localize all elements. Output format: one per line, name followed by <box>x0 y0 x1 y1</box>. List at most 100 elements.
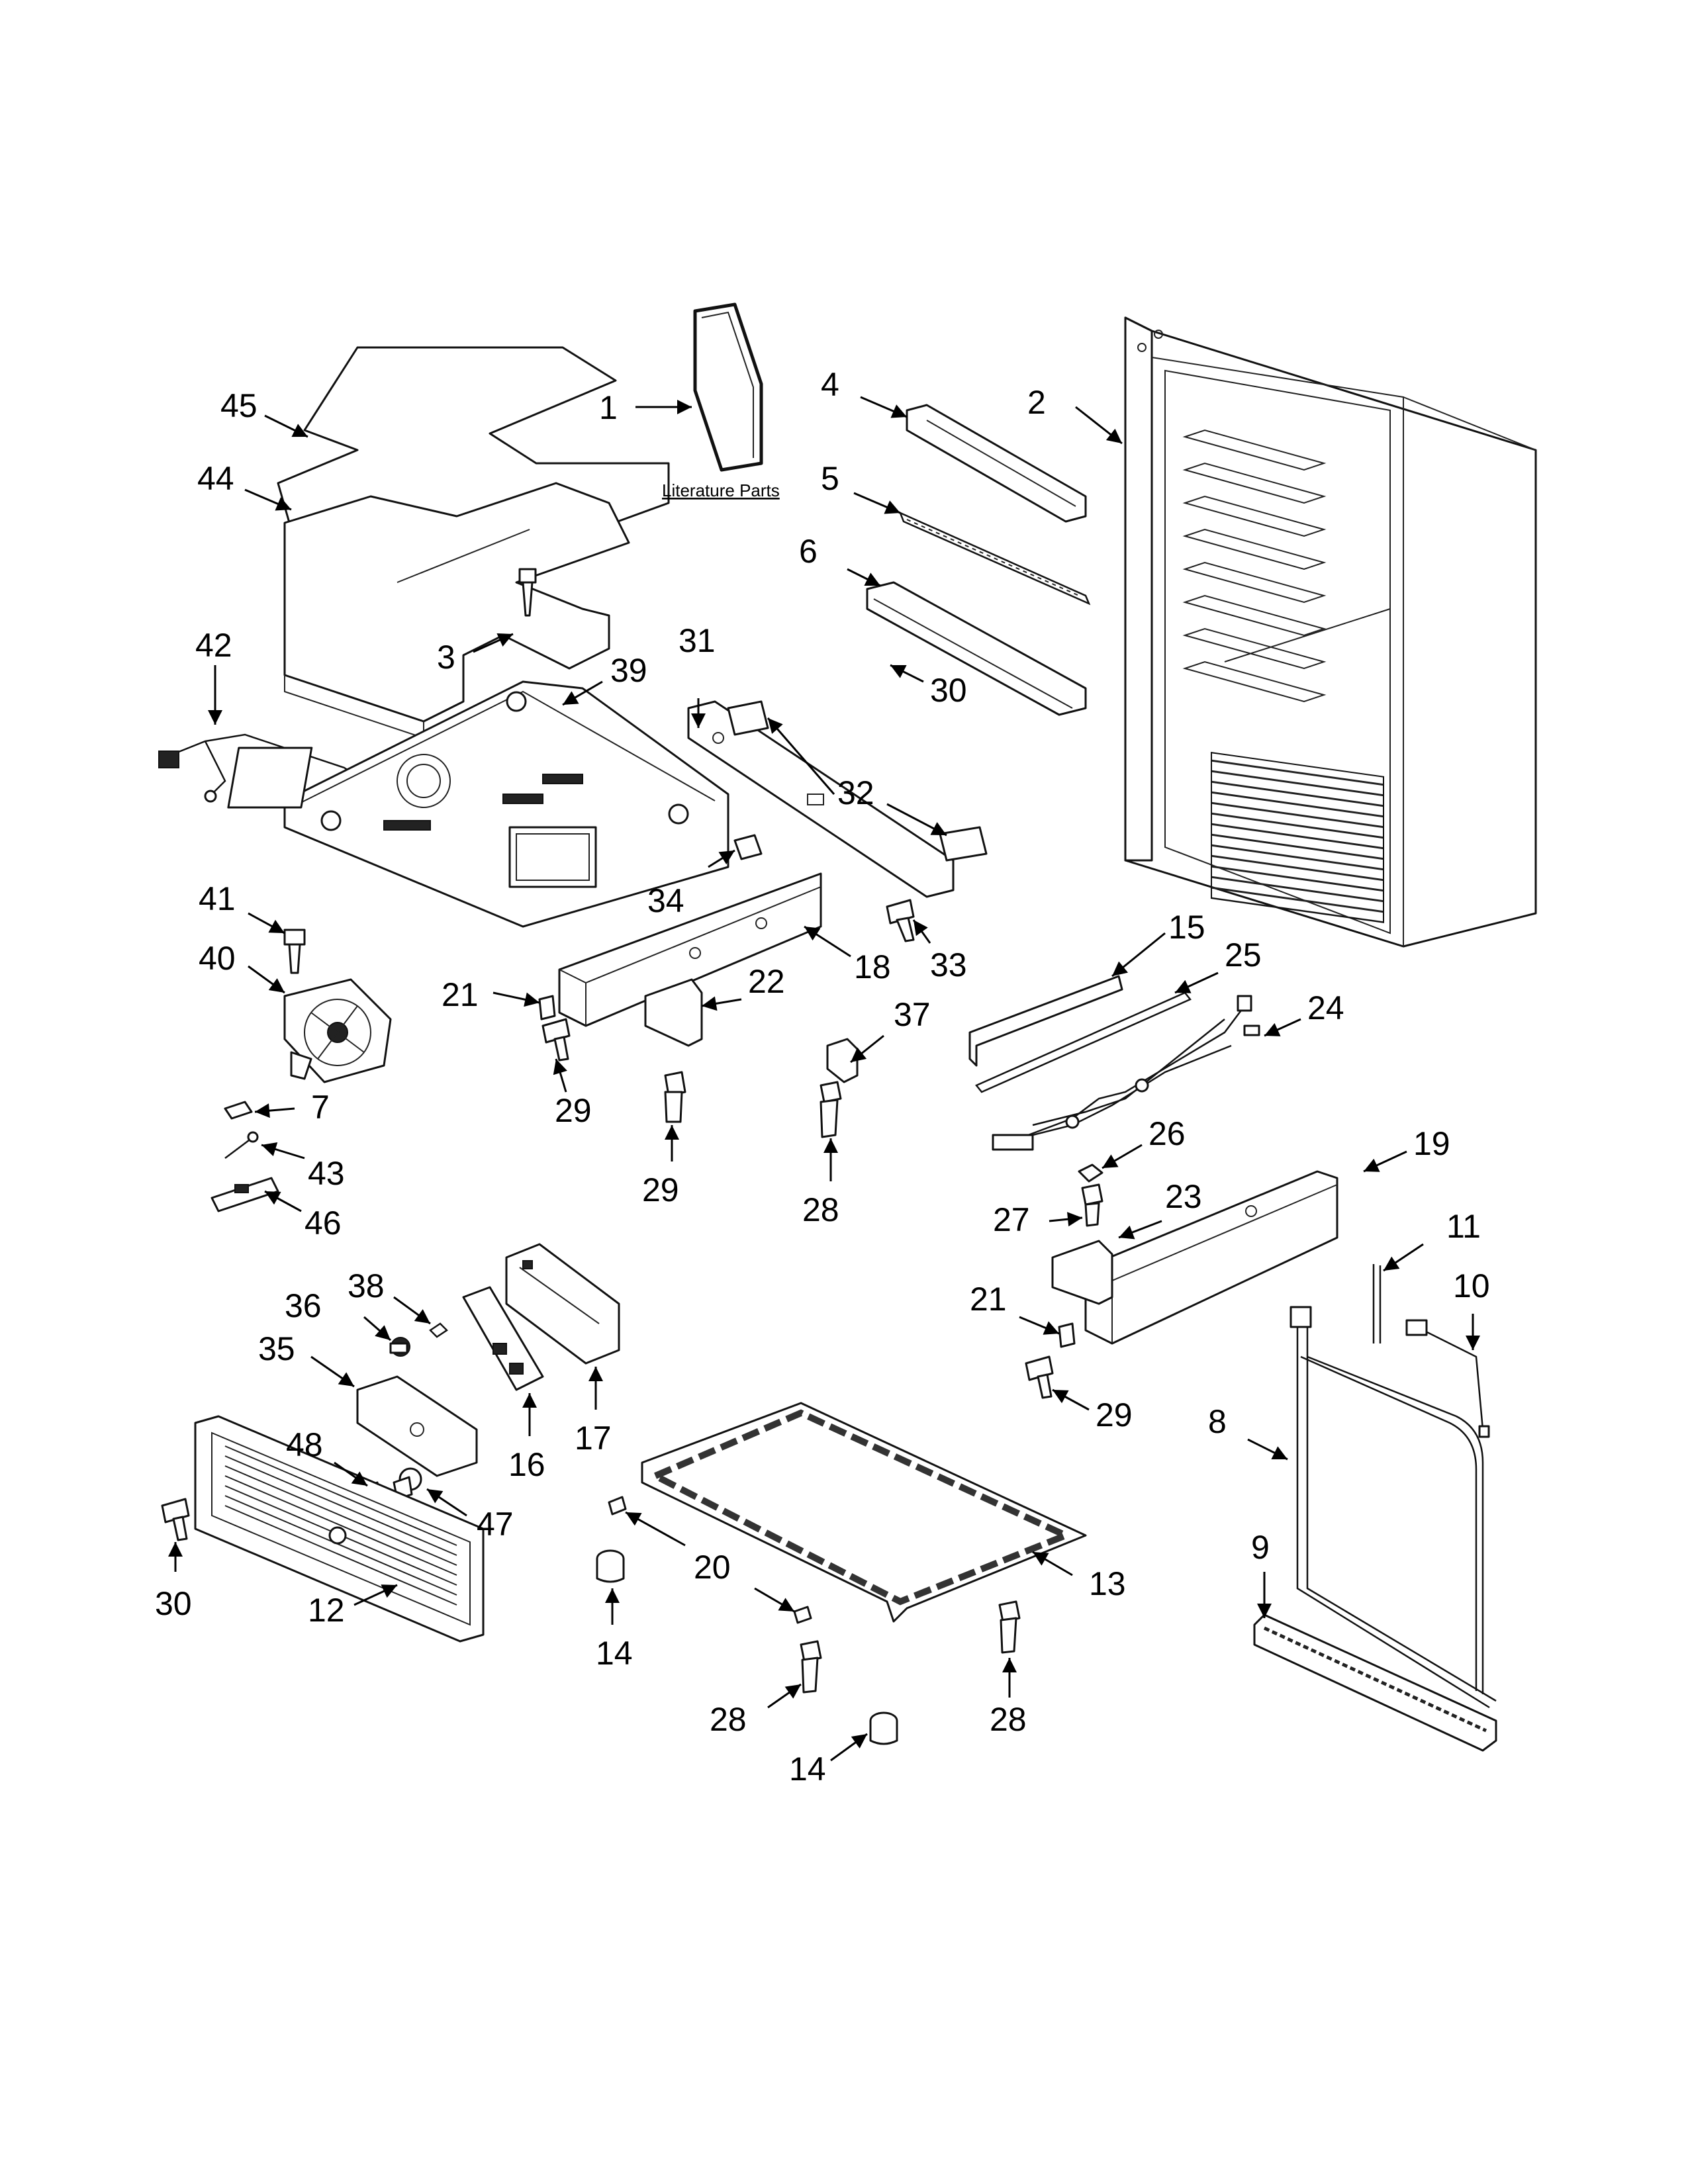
clip-37 <box>826 1038 859 1083</box>
leader-29-right <box>1052 1388 1090 1411</box>
leader-lines <box>168 396 1480 1762</box>
leader-28-lower-left <box>767 1683 802 1709</box>
callout-40: 40 <box>199 940 236 977</box>
callout-20: 20 <box>694 1549 731 1586</box>
leader-36 <box>363 1316 391 1342</box>
leader-21-left <box>492 991 540 1007</box>
leader-24 <box>1264 1018 1301 1037</box>
leader-45 <box>264 414 308 438</box>
callout-29-right: 29 <box>1096 1396 1133 1433</box>
leader-13 <box>1032 1551 1073 1576</box>
leader-15 <box>1111 932 1166 978</box>
callout-5: 5 <box>821 460 839 497</box>
callout-2: 2 <box>1027 384 1046 421</box>
leader-18 <box>804 925 851 958</box>
leader-21-right <box>1019 1316 1060 1335</box>
leader-48 <box>334 1461 368 1487</box>
leader-2 <box>1075 406 1123 445</box>
leader-37 <box>850 1034 884 1064</box>
leader-30-top <box>890 664 924 683</box>
sensor-46 <box>211 1177 279 1212</box>
callout-45: 45 <box>220 387 258 424</box>
screw-27 <box>1081 1183 1103 1227</box>
leader-39 <box>562 680 603 706</box>
leader-43 <box>261 1142 305 1160</box>
screw-28-lower-left <box>800 1640 822 1694</box>
callout-9: 9 <box>1251 1529 1270 1566</box>
pin-43 <box>224 1131 259 1159</box>
base-grille-12 <box>194 1415 485 1643</box>
leader-8 <box>1247 1438 1288 1461</box>
callout-46: 46 <box>305 1205 342 1242</box>
callout-14-bottom: 14 <box>789 1751 826 1788</box>
callout-12: 12 <box>308 1592 345 1629</box>
leader-5 <box>853 492 901 514</box>
callout-43: 43 <box>308 1155 345 1192</box>
strip-15 <box>968 975 1123 1067</box>
fitting-26 <box>1078 1163 1103 1183</box>
callout-36: 36 <box>285 1287 322 1324</box>
air-tower-cover-39 <box>227 680 729 928</box>
literature-booklet <box>693 302 763 472</box>
callout-28-lower-left: 28 <box>710 1701 747 1738</box>
heater-8 <box>1289 1306 1497 1709</box>
foot-14-left <box>596 1549 625 1583</box>
screw-29-right <box>1025 1355 1054 1399</box>
callout-42: 42 <box>195 627 232 664</box>
screw-29-center <box>664 1071 686 1123</box>
liner-floor-grille <box>1211 752 1384 923</box>
screw-29-left <box>541 1018 571 1062</box>
callout-31: 31 <box>679 622 716 659</box>
callout-27: 27 <box>993 1201 1030 1238</box>
callout-32: 32 <box>837 774 874 811</box>
drain-rail-9 <box>1253 1614 1497 1752</box>
callout-labels: 45 44 1 4 5 6 2 3 39 42 31 32 30 33 34 4… <box>155 366 1490 1788</box>
callout-19: 19 <box>1413 1125 1450 1162</box>
leader-32b <box>886 803 947 837</box>
bracket-31 <box>687 700 955 898</box>
callout-24: 24 <box>1307 989 1344 1026</box>
foot-14-bottom <box>869 1711 898 1745</box>
trim-piece-4 <box>906 404 1087 523</box>
callout-6: 6 <box>799 533 818 570</box>
bracket-21-right <box>1058 1322 1076 1348</box>
callout-18: 18 <box>854 948 891 985</box>
leader-19 <box>1363 1150 1407 1173</box>
leader-38 <box>393 1296 431 1325</box>
callout-35: 35 <box>258 1330 295 1367</box>
leader-26 <box>1102 1144 1143 1169</box>
duct-housing-18 <box>558 872 822 1027</box>
bottom-panel-13 <box>641 1402 1087 1623</box>
block-7 <box>224 1101 253 1120</box>
callout-37: 37 <box>894 996 931 1033</box>
insulation-panel-upper <box>277 346 670 531</box>
callout-28-lower-right: 28 <box>990 1701 1027 1738</box>
callout-38: 38 <box>348 1267 385 1304</box>
leader-46 <box>264 1190 302 1212</box>
screw-41 <box>283 929 306 974</box>
callout-16: 16 <box>508 1446 545 1483</box>
shield-22 <box>644 978 703 1047</box>
leader-44 <box>244 488 292 511</box>
insulation-panel-lower <box>283 482 630 739</box>
callout-3: 3 <box>437 639 455 676</box>
callout-30-top: 30 <box>930 672 967 709</box>
control-board-16 <box>462 1286 544 1391</box>
rod-11 <box>1372 1264 1382 1343</box>
callout-10: 10 <box>1453 1267 1490 1304</box>
leader-4 <box>860 396 908 418</box>
leader-20b <box>754 1587 795 1613</box>
leader-3 <box>473 633 514 653</box>
callout-26: 26 <box>1149 1115 1186 1152</box>
fan-40 <box>283 978 392 1083</box>
callout-21-left: 21 <box>442 976 479 1013</box>
callout-23: 23 <box>1165 1178 1202 1215</box>
leader-22 <box>701 996 742 1011</box>
sensor-10 <box>1405 1319 1490 1438</box>
callout-22: 22 <box>748 963 785 1000</box>
callout-15: 15 <box>1168 909 1205 946</box>
callout-17: 17 <box>575 1420 612 1457</box>
harness-24 <box>992 995 1260 1151</box>
leader-14-bottom <box>830 1733 868 1762</box>
callout-7: 7 <box>311 1089 330 1126</box>
